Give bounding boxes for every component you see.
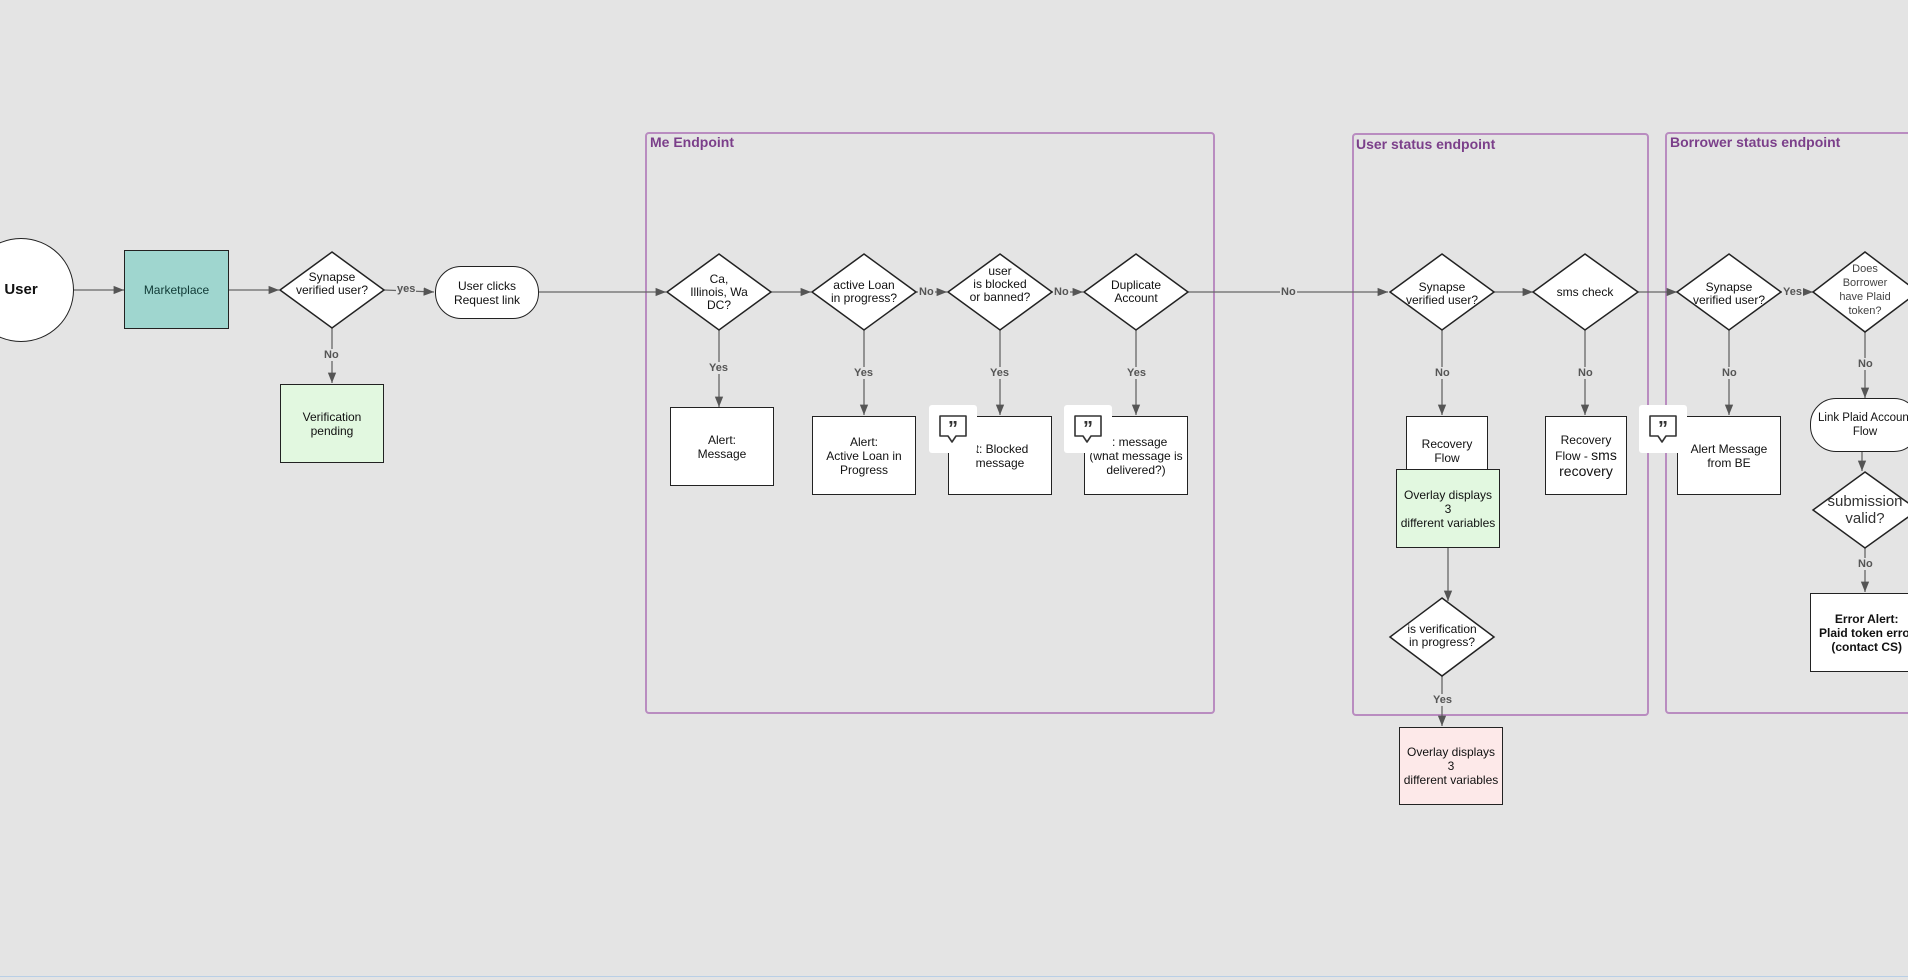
- decision-plaid-token: [1811, 251, 1908, 333]
- edge-label-no-synapse3: No: [1721, 367, 1738, 379]
- synapse-verified-3-text: Synapse verified user?: [1692, 280, 1766, 307]
- decision-sms-check: [1531, 253, 1640, 331]
- recovery-sms-text: Recovery Flow -: [1555, 432, 1612, 463]
- decision-synapse-verified-1: [278, 251, 386, 329]
- verification-in-progress-text: is verification in progress?: [1407, 622, 1477, 649]
- edge-label-no-synapse2: No: [1434, 367, 1451, 379]
- comment-quote-icon: ”: [939, 415, 967, 443]
- bottom-edge-line: [0, 976, 1908, 977]
- synapse-verified-1-text: Synapse verified user?: [295, 270, 369, 297]
- comment-quote-icon: ”: [1074, 415, 1102, 443]
- error-alert-node: Error Alert: Plaid token error (contact …: [1810, 593, 1908, 672]
- marketplace-node: Marketplace: [124, 250, 229, 329]
- edge-label-yes-active: Yes: [853, 367, 874, 379]
- decision-verification-in-progress: [1388, 597, 1496, 677]
- edge-label-yes-duplicate: Yes: [1126, 367, 1147, 379]
- sms-check-text: sms check: [1556, 284, 1614, 299]
- edge-label-no-blocked: No: [1053, 286, 1070, 298]
- request-link-node: User clicks Request link: [435, 266, 539, 319]
- verification-pending-node: Verification pending: [280, 384, 384, 463]
- overlay-pink-node: Overlay displays 3 different variables: [1399, 727, 1503, 805]
- edge-label-no-pending: No: [323, 349, 340, 361]
- edge-label-no-duplicate: No: [1280, 286, 1297, 298]
- link-plaid-node: Link Plaid Account Flow: [1810, 398, 1908, 452]
- active-loan-text: active Loan in progress?: [830, 278, 898, 305]
- decision-synapse-verified-3: [1675, 253, 1783, 331]
- active-loan-alert-node: Alert: Active Loan in Progress: [812, 416, 916, 495]
- edge-label-no-submission: No: [1857, 558, 1874, 570]
- decision-duplicate: [1082, 253, 1190, 331]
- decision-synapse-verified-2: [1388, 253, 1496, 331]
- edge-label-yes-verification: Yes: [1432, 694, 1453, 706]
- duplicate-text: Duplicate Account: [1110, 278, 1162, 305]
- svg-text:”: ”: [1658, 418, 1668, 440]
- group-title-borrower-status: Borrower status endpoint: [1670, 134, 1841, 150]
- states-text: Ca, Illinois, Wa DC?: [690, 271, 748, 312]
- comment-quote-icon: ”: [1649, 415, 1677, 443]
- alert-message-node: Alert: Message: [670, 407, 774, 486]
- decision-submission-valid: [1811, 471, 1908, 549]
- synapse-verified-2-text: Synapse verified user?: [1405, 280, 1479, 307]
- decision-states: [665, 253, 773, 331]
- edge-label-yes-blocked: Yes: [989, 367, 1010, 379]
- edge-label-no-active: No: [918, 286, 935, 298]
- svg-text:”: ”: [1083, 418, 1093, 440]
- alert-be-node: Alert Message from BE: [1677, 416, 1781, 495]
- comment-marker-blocked[interactable]: ”: [929, 405, 977, 453]
- comment-marker-alert-be[interactable]: ”: [1639, 405, 1687, 453]
- decision-active-loan: [810, 253, 918, 331]
- edge-label-no-plaid: No: [1857, 358, 1874, 370]
- decision-blocked: [946, 253, 1054, 331]
- group-me-endpoint: [645, 132, 1215, 714]
- recovery-sms-highlight: sms recovery: [1559, 446, 1617, 479]
- blocked-text: user is blocked or banned?: [969, 263, 1031, 304]
- recovery-flow-node: Recovery Flow: [1406, 416, 1488, 470]
- group-title-me-endpoint: Me Endpoint: [650, 134, 734, 150]
- edge-label-yes-states: Yes: [708, 362, 729, 374]
- comment-marker-duplicate[interactable]: ”: [1064, 405, 1112, 453]
- group-title-user-status: User status endpoint: [1356, 136, 1496, 152]
- edge-label-yes-synapse3: Yes: [1782, 286, 1803, 298]
- edge-label-no-sms: No: [1577, 367, 1594, 379]
- overlay-green-node: Overlay displays 3 different variables: [1396, 469, 1500, 548]
- edge-label-yes-request: yes: [396, 283, 417, 295]
- recovery-sms-node: Recovery Flow - sms recovery: [1545, 416, 1627, 495]
- submission-valid-text: submission valid?: [1827, 493, 1903, 527]
- plaid-token-text: Does Borrower have Plaid token?: [1839, 263, 1891, 317]
- svg-text:”: ”: [948, 418, 958, 440]
